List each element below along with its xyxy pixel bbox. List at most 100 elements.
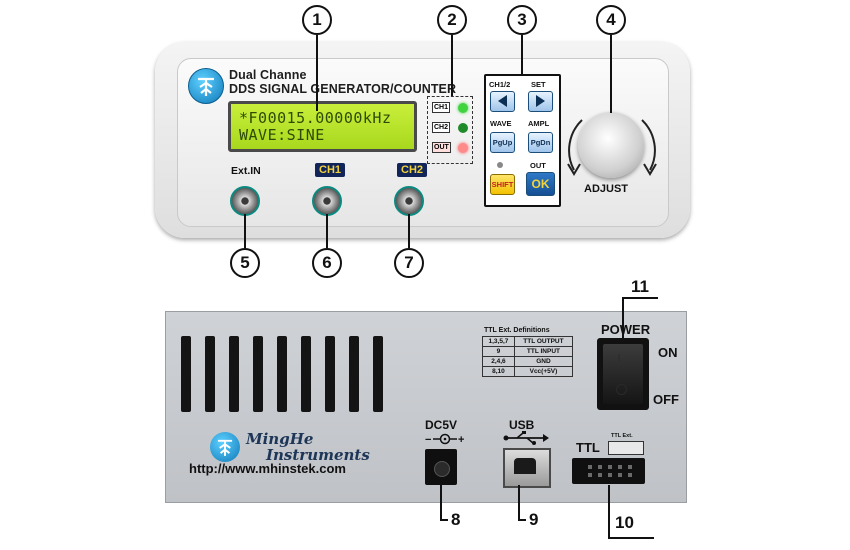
callout-1-leader bbox=[316, 35, 318, 111]
wave-label: WAVE bbox=[490, 119, 512, 128]
dc5v-label: DC5V bbox=[425, 418, 458, 432]
callout-4: 4 bbox=[596, 5, 626, 35]
brand-logo-icon bbox=[188, 68, 224, 104]
dc-jack-socket-icon bbox=[434, 461, 450, 477]
svg-text:−: − bbox=[425, 434, 431, 446]
control-button-panel: CH1/2 SET WAVE AMPL PgUp PgDn OUT SHIFT … bbox=[484, 74, 561, 207]
vent-slot bbox=[349, 336, 359, 412]
function-cell: TTL OUTPUT bbox=[513, 336, 574, 347]
vent-slot bbox=[301, 336, 311, 412]
rear-brand-logo-icon bbox=[210, 432, 240, 462]
indicator-ch2-label: CH2 bbox=[432, 122, 451, 133]
callout-10-leader-v bbox=[608, 485, 610, 539]
device-title-line1: Dual Channe bbox=[229, 68, 307, 82]
callout-6: 6 bbox=[312, 248, 342, 278]
vent-slot bbox=[253, 336, 263, 412]
ch12-label: CH1/2 bbox=[489, 80, 511, 89]
callout-5-leader bbox=[244, 214, 246, 248]
callout-2-leader bbox=[451, 35, 453, 96]
ttl-ext-small-label: TTL Ext. bbox=[611, 433, 633, 439]
knob-rotation-arrows-icon bbox=[567, 119, 657, 176]
rocker-on-mark-icon: | bbox=[618, 353, 621, 362]
ext-in-label: Ext.IN bbox=[231, 165, 261, 177]
arrow-right-icon bbox=[536, 95, 545, 107]
callout-1: 1 bbox=[302, 5, 332, 35]
callout-10: 10 bbox=[615, 513, 634, 532]
pin-cell: 1,3,5,7 bbox=[482, 336, 515, 347]
vent-slot bbox=[205, 336, 215, 412]
rocker-face: | bbox=[603, 344, 643, 404]
ok-button[interactable]: OK bbox=[526, 172, 555, 196]
ttl-header-connector[interactable] bbox=[572, 458, 645, 484]
ext-in-bnc-connector[interactable] bbox=[230, 186, 260, 216]
adjust-knob[interactable] bbox=[578, 112, 644, 178]
ch12-left-button[interactable] bbox=[490, 91, 515, 112]
callout-7-leader bbox=[408, 214, 410, 248]
shift-button[interactable]: SHIFT bbox=[490, 174, 515, 195]
pgdn-button[interactable]: PgDn bbox=[528, 132, 553, 153]
callout-6-leader bbox=[326, 214, 328, 248]
ch1-connector-label: CH1 bbox=[315, 163, 346, 177]
power-label: POWER bbox=[601, 322, 651, 337]
callout-8: 8 bbox=[451, 510, 461, 529]
set-right-button[interactable] bbox=[528, 91, 553, 112]
function-cell: Vcc(+5V) bbox=[513, 366, 574, 377]
callout-3: 3 bbox=[507, 5, 537, 35]
pin-cell: 2,4,6 bbox=[482, 356, 515, 367]
function-cell: TTL INPUT bbox=[513, 346, 574, 357]
callout-5: 5 bbox=[230, 248, 260, 278]
ttl-definitions-title: TTL Ext. Definitions bbox=[484, 327, 550, 334]
brand-url: http://www.mhinstek.com bbox=[189, 461, 346, 476]
channel-indicator-group: CH1 CH2 OUT bbox=[427, 96, 473, 164]
function-cell: GND bbox=[513, 356, 574, 367]
callout-10-leader-h bbox=[608, 537, 654, 539]
callout-2: 2 bbox=[437, 5, 467, 35]
ampl-label: AMPL bbox=[528, 119, 550, 128]
indicator-ch1: CH1 bbox=[432, 102, 468, 116]
pin-cell: 8,10 bbox=[482, 366, 515, 377]
lcd-display: *F00015.00000kHz WAVE:SINE bbox=[228, 101, 417, 152]
ch2-bnc-connector[interactable] bbox=[394, 186, 424, 216]
callout-9: 9 bbox=[529, 510, 539, 529]
out-status-dot-icon bbox=[497, 162, 503, 168]
vent-slot bbox=[277, 336, 287, 412]
ch1-bnc-connector[interactable] bbox=[312, 186, 342, 216]
callout-7: 7 bbox=[394, 248, 424, 278]
ttl-pinout-mini-diagram-icon bbox=[608, 441, 644, 455]
indicator-out: OUT bbox=[432, 142, 468, 156]
power-on-label: ON bbox=[658, 345, 678, 360]
indicator-ch1-label: CH1 bbox=[432, 102, 451, 113]
ch2-led-icon bbox=[458, 123, 468, 133]
out-led-icon bbox=[458, 143, 468, 153]
usb-port-cavity-icon bbox=[514, 458, 536, 474]
usb-symbol-icon bbox=[503, 431, 549, 445]
power-rocker-switch[interactable]: | bbox=[597, 338, 649, 410]
lcd-line-waveform: WAVE:SINE bbox=[239, 126, 325, 144]
brand-name-line1: MingHe bbox=[246, 430, 314, 448]
callout-11: 11 bbox=[631, 277, 649, 296]
callout-8-leader-h bbox=[440, 519, 448, 521]
vent-slot bbox=[229, 336, 239, 412]
ch2-connector-label: CH2 bbox=[397, 163, 428, 177]
set-label: SET bbox=[531, 80, 546, 89]
callout-3-leader bbox=[521, 35, 523, 74]
pgup-button[interactable]: PgUp bbox=[490, 132, 515, 153]
vent-slot bbox=[181, 336, 191, 412]
callout-11-leader-v bbox=[622, 297, 624, 339]
device-title-line2: DDS SIGNAL GENERATOR/COUNTER bbox=[229, 82, 457, 96]
lcd-line-frequency: *F00015.00000kHz bbox=[239, 109, 392, 127]
usb-label: USB bbox=[509, 418, 535, 432]
callout-4-leader bbox=[610, 35, 612, 113]
brand-name-line2: Instruments bbox=[266, 446, 370, 464]
indicator-out-label: OUT bbox=[432, 142, 451, 153]
usb-b-port[interactable] bbox=[503, 448, 551, 488]
dc-power-jack[interactable] bbox=[425, 449, 457, 485]
ch1-led-icon bbox=[458, 103, 468, 113]
adjust-label: ADJUST bbox=[584, 183, 629, 195]
vent-slot bbox=[325, 336, 335, 412]
vent-slot bbox=[373, 336, 383, 412]
